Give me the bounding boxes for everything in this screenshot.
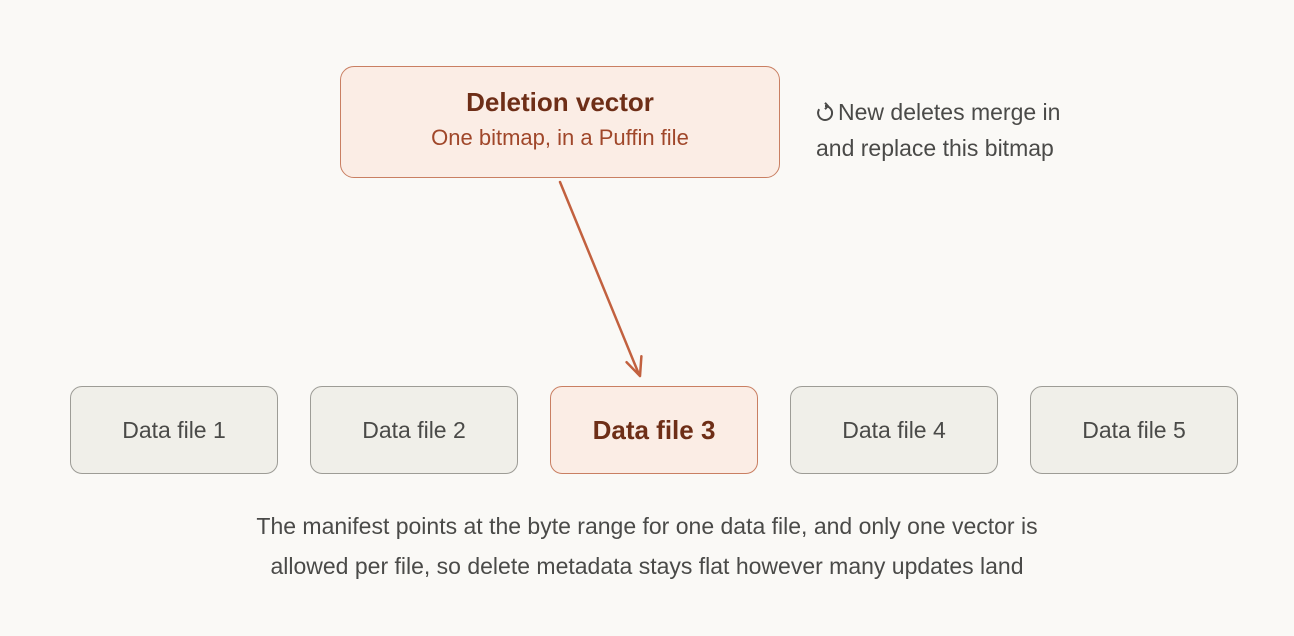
merge-note-line-2: and replace this bitmap: [816, 135, 1054, 161]
data-file-label: Data file 1: [122, 416, 226, 443]
data-file-label: Data file 5: [1082, 416, 1186, 443]
refresh-icon: [816, 94, 834, 130]
merge-note-line-1: New deletes merge in: [838, 99, 1061, 125]
data-file-label: Data file 3: [592, 414, 716, 445]
data-file-5: Data file 5: [1030, 386, 1238, 474]
caption-line-2: allowed per file, so delete metadata sta…: [270, 553, 1024, 579]
caption: The manifest points at the byte range fo…: [0, 506, 1294, 586]
data-file-2: Data file 2: [310, 386, 518, 474]
data-file-4: Data file 4: [790, 386, 998, 474]
merge-note: New deletes merge in and replace this bi…: [816, 94, 1116, 166]
deletion-vector-box: Deletion vector One bitmap, in a Puffin …: [340, 66, 780, 178]
data-file-label: Data file 4: [842, 416, 946, 443]
deletion-vector-title: Deletion vector: [466, 87, 654, 117]
caption-line-1: The manifest points at the byte range fo…: [256, 513, 1038, 539]
data-file-1: Data file 1: [70, 386, 278, 474]
data-file-label: Data file 2: [362, 416, 466, 443]
deletion-vector-subtitle: One bitmap, in a Puffin file: [431, 125, 689, 150]
data-file-3: Data file 3: [550, 386, 758, 474]
